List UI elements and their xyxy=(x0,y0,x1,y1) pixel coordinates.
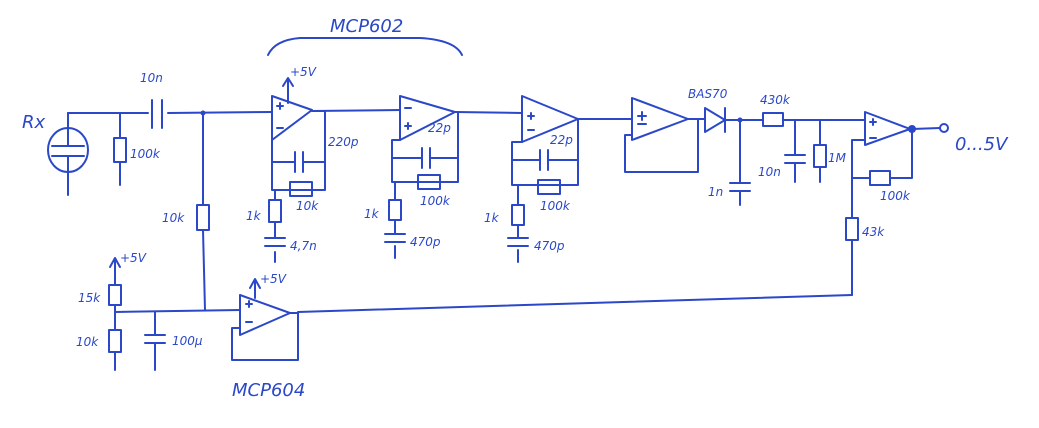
wire-stage1-feedback xyxy=(271,110,326,191)
capacitor-1n xyxy=(729,182,751,192)
c47n-label: 4,7n xyxy=(290,239,317,253)
supply3-label: +5V xyxy=(260,272,287,286)
resistor-100k-stage3 xyxy=(537,179,561,195)
wire-buffer-feedback xyxy=(624,118,699,173)
capacitor-22p-stage3 xyxy=(539,149,549,171)
wire-bias-vertical xyxy=(202,112,206,311)
r1m-label: 1M xyxy=(828,151,847,165)
r100k-input-label: 100k xyxy=(130,147,161,161)
wire-main-bus-2 xyxy=(167,111,273,114)
resistor-10k-divider xyxy=(108,329,122,353)
r15k-label: 15k xyxy=(78,291,101,305)
c10n-input-label: 10n xyxy=(140,71,163,85)
mcp602-label: MCP602 xyxy=(330,16,403,37)
resistor-10k-bias xyxy=(196,204,210,231)
r100k-stage2-label: 100k xyxy=(420,194,451,208)
supply2-arrow xyxy=(109,257,121,286)
wire-stage1-out xyxy=(311,109,401,112)
wire-output-terminal xyxy=(911,127,941,130)
resistor-1k-stage3 xyxy=(511,204,525,226)
resistor-1m xyxy=(813,144,827,168)
r43k-label: 43k xyxy=(862,225,885,239)
opamp-bias-buffer xyxy=(239,294,291,336)
r430k-label: 430k xyxy=(760,93,791,107)
c220p-label: 220p xyxy=(328,135,359,149)
c1n-label: 1n xyxy=(708,185,723,199)
rx-sensor-symbol xyxy=(47,112,89,196)
resistor-1k-stage2 xyxy=(388,199,402,221)
opamp-stage1 xyxy=(271,95,313,141)
wire-bias-line xyxy=(114,309,241,313)
opamp-buffer xyxy=(631,97,689,141)
resistor-15k xyxy=(108,284,122,306)
r10k-divider-label: 10k xyxy=(76,335,99,349)
capacitor-470p-stage2 xyxy=(384,233,406,243)
capacitor-10n-filter xyxy=(784,154,806,164)
mcp602-bracket xyxy=(267,37,463,56)
capacitor-22p-stage2 xyxy=(421,147,431,169)
r10k-feedback-label: 10k xyxy=(296,199,319,213)
capacitor-470p-stage3 xyxy=(507,237,529,247)
wire-stage3-feedback xyxy=(511,118,579,186)
opamp-stage3 xyxy=(521,95,579,143)
resistor-43k xyxy=(845,217,859,241)
opamp-output xyxy=(864,111,911,146)
resistor-10k-feedback xyxy=(289,181,313,197)
r1k-stage1-label: 1k xyxy=(246,209,262,223)
bas70-label: BAS70 xyxy=(688,87,728,101)
r100k-stage3-label: 100k xyxy=(540,199,571,213)
c100u-label: 100µ xyxy=(172,334,203,348)
wire-bias-return xyxy=(297,294,853,313)
r1k-stage2-label: 1k xyxy=(364,207,380,221)
output-terminal xyxy=(939,123,949,133)
c470p-stage3-label: 470p xyxy=(534,239,565,253)
wire-stage2-feedback xyxy=(391,111,459,183)
c22p-stage3-label: 22p xyxy=(550,133,573,147)
r10k-bias-label: 10k xyxy=(162,211,185,225)
output-label: 0...5V xyxy=(955,134,1009,155)
r100k-output-label: 100k xyxy=(880,189,911,203)
supply1-arrow xyxy=(282,77,294,104)
c22p-stage2-label: 22p xyxy=(428,121,451,135)
wire-bias-buffer-feedback xyxy=(231,312,299,361)
r1k-stage3-label: 1k xyxy=(484,211,500,225)
capacitor-220p xyxy=(294,151,304,173)
wire-stage2-out xyxy=(454,111,523,114)
capacitor-100u xyxy=(144,334,166,344)
resistor-430k xyxy=(762,112,784,127)
rx-label: Rx xyxy=(22,112,46,133)
resistor-100k-input xyxy=(113,137,127,163)
capacitor-4-7n xyxy=(264,237,286,247)
capacitor-10n-input xyxy=(151,99,163,129)
opamp-stage2 xyxy=(399,95,456,141)
mcp604-label: MCP604 xyxy=(232,380,305,401)
c10n-filter-label: 10n xyxy=(758,165,781,179)
c470p-stage2-label: 470p xyxy=(410,235,441,249)
diode-bas70 xyxy=(704,107,726,133)
supply2-label: +5V xyxy=(120,251,147,265)
resistor-100k-output xyxy=(869,170,891,186)
resistor-100k-stage2 xyxy=(417,174,441,190)
supply3-arrow xyxy=(249,278,261,299)
resistor-1k-stage1 xyxy=(268,199,282,223)
supply1-label: +5V xyxy=(290,65,317,79)
